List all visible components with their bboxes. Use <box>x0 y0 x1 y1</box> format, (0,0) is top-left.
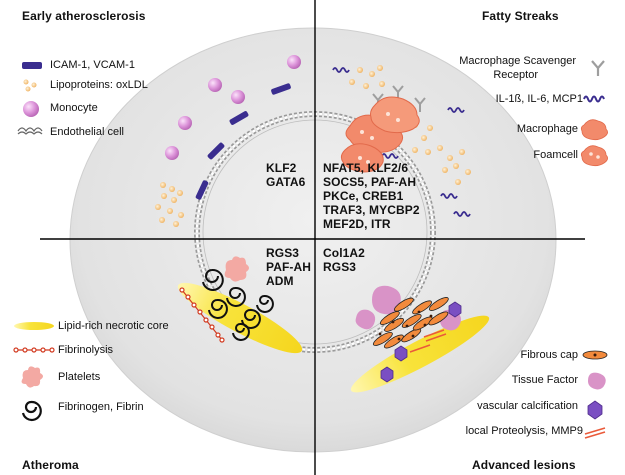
genes-top-right: NFAT5, KLF2/6 SOCS5, PAF-AH PKCe, CREB1 … <box>323 161 420 231</box>
legend-fibrinogen-fibrin: Fibrinogen, Fibrin <box>58 401 144 413</box>
tissue-factor-blobs <box>355 285 461 331</box>
lipoprotein-legend-icon <box>23 79 37 92</box>
legend-icam-vcam: ICAM-1, VCAM-1 <box>50 59 135 71</box>
legend-macrophage: Macrophage <box>516 123 578 135</box>
legend-lipoproteins: Lipoproteins: oxLDL <box>50 79 148 91</box>
gene-label: Col1A2 <box>323 246 365 260</box>
legend-necrotic-core: Lipid-rich necrotic core <box>58 320 169 332</box>
legend-local-proteolysis: local Proteolysis, MMP9 <box>465 425 583 437</box>
gene-label: NFAT5, KLF2/6 <box>323 161 409 175</box>
title-early-atherosclerosis: Early atherosclerosis <box>22 9 146 23</box>
legend-platelets: Platelets <box>58 371 101 383</box>
platelets-legend-icon <box>21 366 43 388</box>
title-fatty-streaks: Fatty Streaks <box>482 9 559 23</box>
icam-vcam-markers <box>195 83 291 200</box>
macrophages <box>340 96 420 173</box>
fibrous-cap-legend-icon <box>582 350 608 360</box>
legend-monocyte: Monocyte <box>50 102 98 114</box>
legend-endothelial-cell: Endothelial cell <box>50 126 124 138</box>
title-advanced-lesions: Advanced lesions <box>472 458 576 472</box>
gene-label: MEF2D, ITR <box>323 217 391 231</box>
scavenger-receptor-legend-icon <box>591 60 605 76</box>
legend-fibrous-cap: Fibrous cap <box>520 349 578 361</box>
calcification-hexagons <box>380 301 462 383</box>
calcification-legend-icon <box>587 400 603 420</box>
proteolysis-legend-icon <box>584 427 606 439</box>
legend-vascular-calcification: vascular calcification <box>477 400 578 412</box>
gene-label: PKCe, CREB1 <box>323 189 404 203</box>
necrotic-core-legend-icon <box>14 322 54 330</box>
genes-bottom-left: RGS3 PAF-AH ADM <box>266 246 311 288</box>
platelet-cluster <box>224 256 249 282</box>
fibrinogen-legend-icon <box>21 400 42 422</box>
gene-label: RGS3 <box>323 260 357 274</box>
fibrinolysis-chain <box>179 287 225 343</box>
legend-scavenger-receptor-line1: Macrophage Scavenger <box>459 55 576 67</box>
proteolysis-marks <box>409 329 447 353</box>
gene-label: TRAF3, MYCBP2 <box>323 203 420 217</box>
legend-cytokines: IL-1ß, IL-6, MCP1 <box>495 93 583 105</box>
legend-tissue-factor: Tissue Factor <box>511 374 578 386</box>
gene-label: RGS3 <box>266 246 300 260</box>
legend-fibrinolysis: Fibrinolysis <box>58 344 114 356</box>
genes-bottom-right: Col1A2 RGS3 <box>323 246 365 274</box>
gene-label: KLF2 <box>266 161 297 175</box>
monocyte-legend-icon <box>23 101 39 117</box>
fibrinolysis-legend-icon <box>13 347 55 353</box>
lipoproteins-right <box>349 65 471 185</box>
gene-label: ADM <box>266 274 294 288</box>
gene-label: SOCS5, PAF-AH <box>323 175 417 189</box>
necrotic-core-left <box>177 282 303 354</box>
legend-foamcell: Foamcell <box>533 149 578 161</box>
cytokine-legend-icon <box>583 95 605 103</box>
title-atheroma: Atheroma <box>22 458 79 472</box>
fibrin-spirals <box>202 268 274 341</box>
gene-label: GATA6 <box>266 175 306 189</box>
gene-label: PAF-AH <box>266 260 312 274</box>
endothelial-legend-icon <box>17 127 43 135</box>
legend-scavenger-receptor-line2: Receptor <box>493 69 538 81</box>
tissue-factor-legend-icon <box>588 372 606 390</box>
macrophage-legend-icon <box>580 119 608 141</box>
monocytes <box>165 55 301 160</box>
cytokine-squiggles <box>332 67 471 217</box>
fibrous-cap-cells <box>372 297 449 349</box>
foamcell-legend-icon <box>580 145 608 167</box>
genes-top-left: KLF2 GATA6 <box>266 161 305 189</box>
lipoproteins-left <box>155 182 184 227</box>
icam-legend-icon <box>22 62 42 69</box>
